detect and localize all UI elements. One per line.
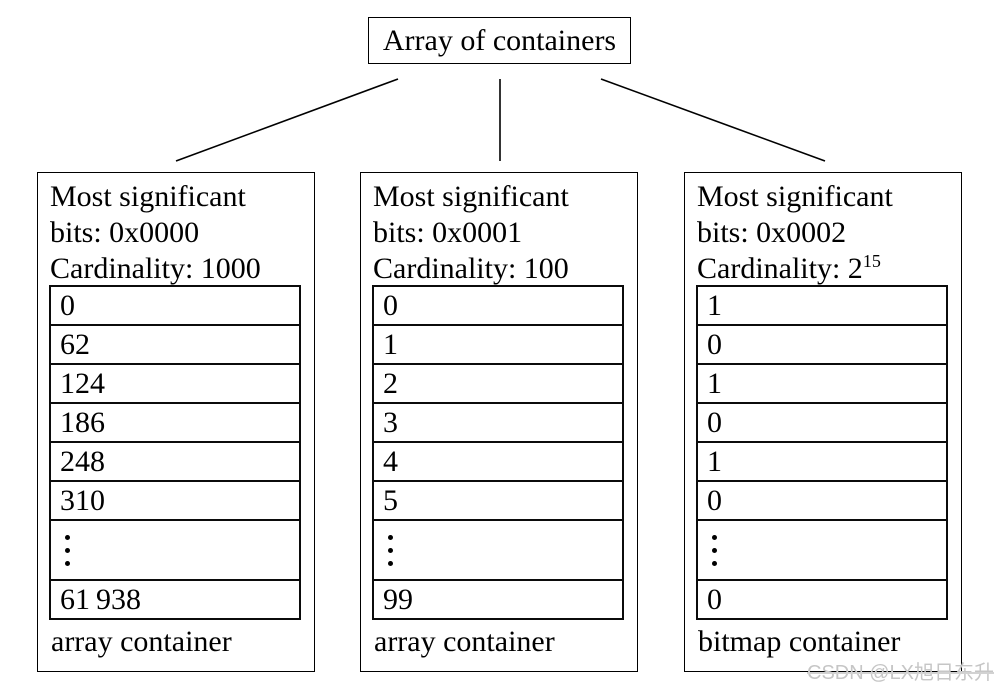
table-row: 2: [374, 365, 622, 404]
table-row: 0: [51, 287, 299, 326]
table-row: 61 938: [51, 581, 299, 618]
container-header: Most significant bits: 0x0002 Cardinalit…: [685, 173, 961, 287]
table-row: 4: [374, 443, 622, 482]
ellipsis-dot: [388, 560, 393, 566]
table-row: 248: [51, 443, 299, 482]
cell-value: 0: [383, 288, 398, 322]
connector-line-right: [600, 78, 826, 162]
header-line-most-significant: Most significant: [697, 180, 893, 213]
ellipsis-dot: [712, 547, 717, 553]
container-values-table: 0 62 124 186 248 310 61 938: [49, 285, 301, 620]
table-row: 0: [698, 404, 946, 443]
table-row: 0: [698, 482, 946, 521]
cell-value: 248: [60, 444, 105, 478]
cell-value: 310: [60, 483, 105, 517]
cell-value: 0: [707, 405, 722, 439]
header-line-cardinality: Cardinality: 100: [373, 251, 637, 287]
cell-value: 3: [383, 405, 398, 439]
header-line-bits: bits: 0x0001: [373, 216, 523, 249]
header-line-cardinality: Cardinality: 1000: [50, 251, 314, 287]
container-box-0x0000: Most significant bits: 0x0000 Cardinalit…: [37, 172, 315, 672]
ellipsis-dot: [388, 547, 393, 553]
diagram-title: Array of containers: [382, 23, 617, 57]
cell-value: 2: [383, 366, 398, 400]
cardinality-text: Cardinality: 2: [697, 252, 863, 285]
table-row: 310: [51, 482, 299, 521]
table-row: 3: [374, 404, 622, 443]
header-line-bits: bits: 0x0002: [697, 216, 847, 249]
cell-value: 62: [60, 327, 90, 361]
cardinality-text: Cardinality: 100: [373, 252, 569, 285]
table-row: 0: [374, 287, 622, 326]
container-type-label: bitmap container: [698, 625, 901, 658]
cell-value: 186: [60, 405, 105, 439]
ellipsis-dot: [65, 547, 70, 553]
ellipsis-dot: [65, 560, 70, 566]
cell-value: 1: [707, 444, 722, 478]
table-row: 1: [374, 326, 622, 365]
table-row: 0: [698, 581, 946, 618]
cardinality-text: Cardinality: 1000: [50, 252, 261, 285]
header-line-most-significant: Most significant: [373, 180, 569, 213]
container-values-table: 0 1 2 3 4 5 99: [372, 285, 624, 620]
table-row: 124: [51, 365, 299, 404]
cell-value: 4: [383, 444, 398, 478]
table-row: 1: [698, 443, 946, 482]
table-row: 62: [51, 326, 299, 365]
table-row: 1: [698, 287, 946, 326]
header-line-bits: bits: 0x0000: [50, 216, 200, 249]
cell-value: 5: [383, 483, 398, 517]
array-of-containers-box: Array of containers: [368, 17, 631, 64]
table-row: [698, 521, 946, 581]
container-box-0x0002: Most significant bits: 0x0002 Cardinalit…: [684, 172, 962, 672]
cell-value: 0: [707, 483, 722, 517]
ellipsis-dot: [388, 534, 393, 540]
cell-value: 0: [707, 582, 722, 616]
cell-value: 61 938: [60, 582, 142, 616]
table-row: 5: [374, 482, 622, 521]
cell-value: 1: [707, 366, 722, 400]
table-row: 186: [51, 404, 299, 443]
ellipsis-dot: [712, 560, 717, 566]
container-type-label: array container: [51, 625, 232, 658]
cell-value: 1: [707, 288, 722, 322]
cell-value: 1: [383, 327, 398, 361]
cell-value: 124: [60, 366, 105, 400]
csdn-watermark: CSDN @LX旭日东升: [807, 662, 994, 684]
cell-value: 99: [383, 582, 413, 616]
cell-value: 0: [60, 288, 75, 322]
ellipsis-dot: [712, 534, 717, 540]
table-row: [374, 521, 622, 581]
cardinality-exponent: 15: [862, 251, 881, 271]
container-box-0x0001: Most significant bits: 0x0001 Cardinalit…: [360, 172, 638, 672]
table-row: [51, 521, 299, 581]
container-header: Most significant bits: 0x0000 Cardinalit…: [38, 173, 314, 287]
cell-value: 0: [707, 327, 722, 361]
container-type-label: array container: [374, 625, 555, 658]
connector-line-left: [175, 78, 399, 162]
table-row: 1: [698, 365, 946, 404]
header-line-cardinality: Cardinality: 215: [697, 251, 961, 287]
table-row: 99: [374, 581, 622, 618]
ellipsis-dot: [65, 534, 70, 540]
header-line-most-significant: Most significant: [50, 180, 246, 213]
container-header: Most significant bits: 0x0001 Cardinalit…: [361, 173, 637, 287]
table-row: 0: [698, 326, 946, 365]
container-values-table: 1 0 1 0 1 0 0: [696, 285, 948, 620]
